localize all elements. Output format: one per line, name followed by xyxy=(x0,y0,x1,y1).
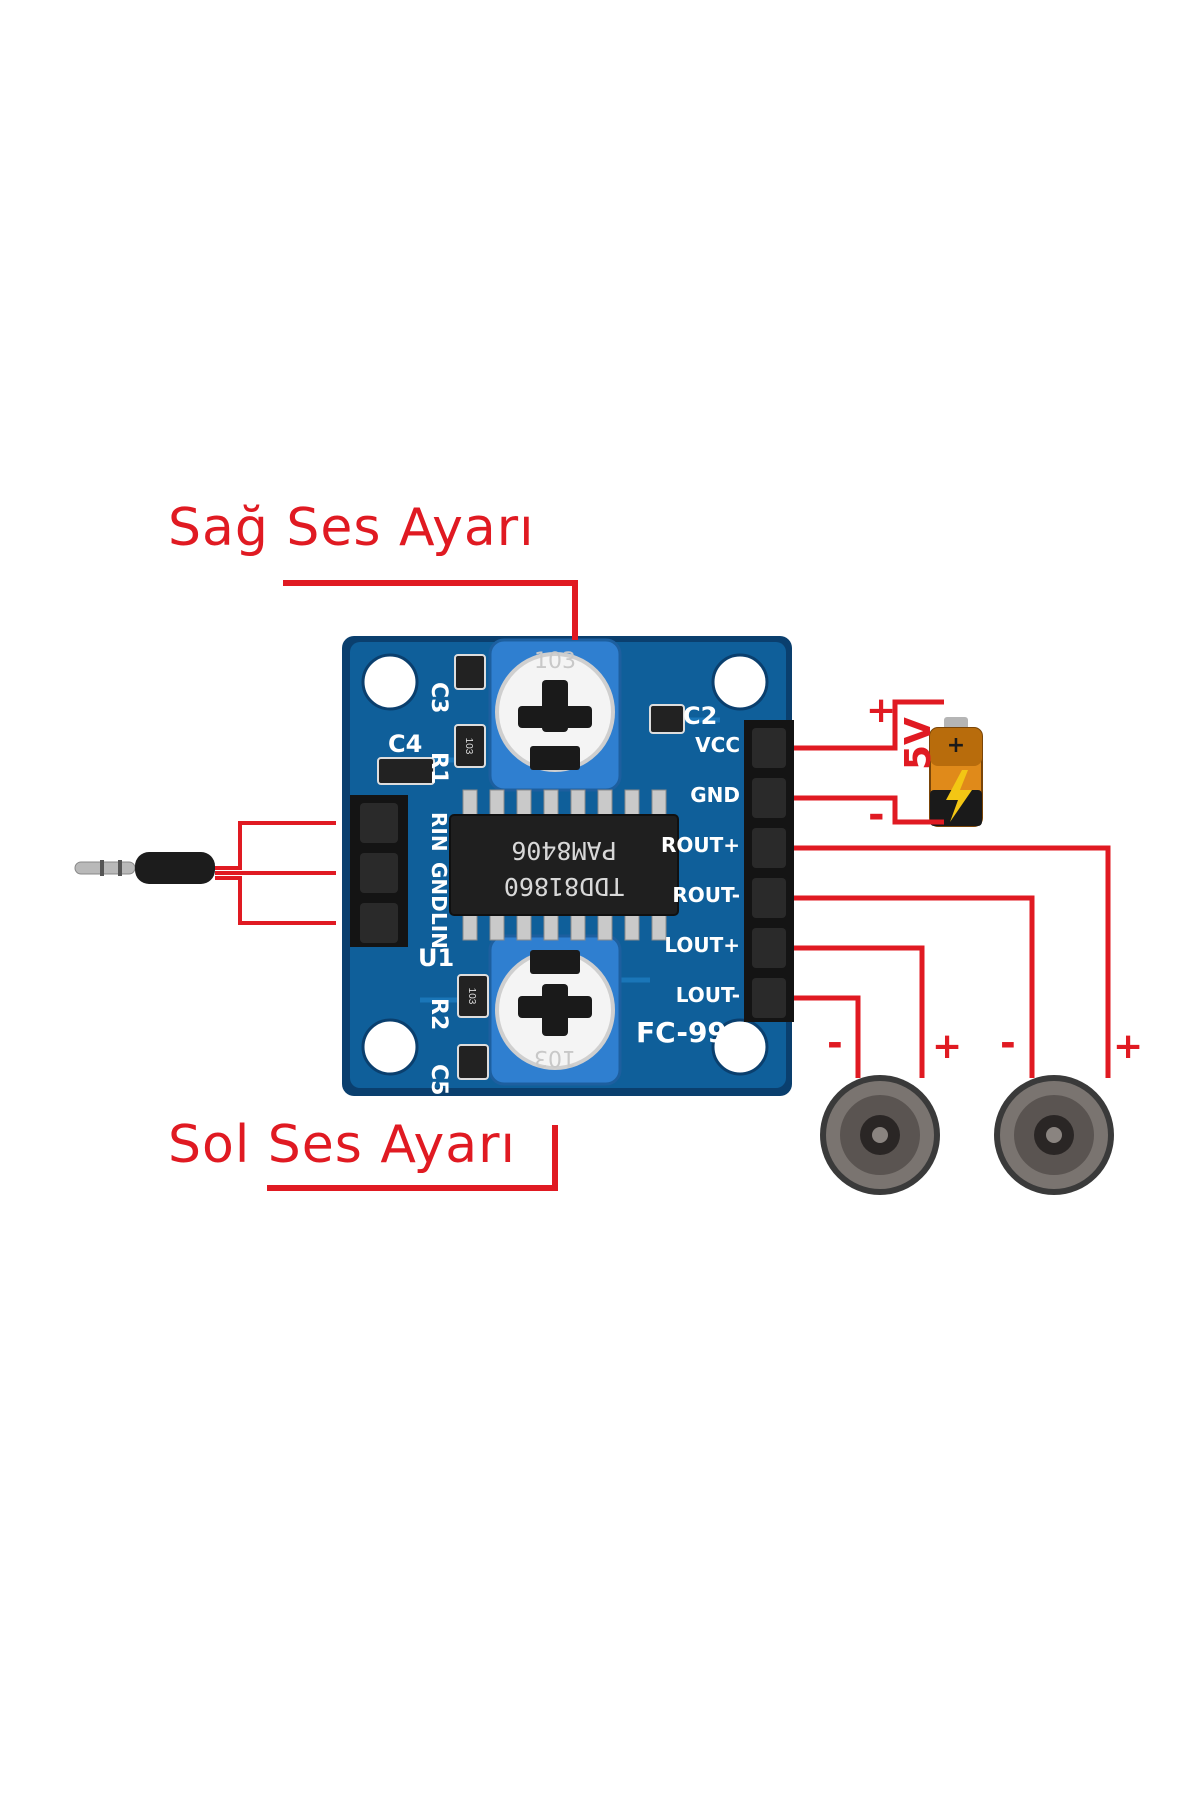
label-u1: U1 xyxy=(418,944,454,972)
label-rout-plus: ROUT+ xyxy=(661,833,740,857)
chip-marking-line2: TDD81860 xyxy=(504,872,624,901)
label-rin: RIN xyxy=(427,812,451,852)
battery-minus: - xyxy=(868,792,885,838)
left-volume-trimmer: 103 xyxy=(488,934,622,1086)
mounting-holes xyxy=(361,653,769,1076)
right-volume-leader xyxy=(283,580,578,640)
right-volume-label: Sağ Ses Ayarı xyxy=(168,498,535,558)
label-gnd-out: GND xyxy=(690,783,740,807)
label-rout-minus: ROUT- xyxy=(672,883,740,907)
label-lout-minus: LOUT- xyxy=(676,983,740,1007)
top-pot-code: 103 xyxy=(534,649,576,674)
bottom-pot-code: 103 xyxy=(534,1045,576,1070)
right-speaker-minus: - xyxy=(1000,1021,1016,1065)
label-c3: C3 xyxy=(426,682,451,713)
right-volume-trimmer: 103 xyxy=(488,638,622,792)
label-gnd-in: GND xyxy=(427,862,451,912)
power-wires xyxy=(794,699,944,825)
label-c4: C4 xyxy=(388,730,422,758)
right-speaker-plus: + xyxy=(1113,1026,1143,1067)
label-vcc: VCC xyxy=(695,733,740,757)
label-lout-plus: LOUT+ xyxy=(664,933,740,957)
label-c2: C2 xyxy=(683,702,717,730)
amplifier-board: 103 103 TDD81860 PAM8406 xyxy=(342,636,794,1096)
left-speaker-minus: - xyxy=(827,1021,843,1065)
label-c5: C5 xyxy=(426,1064,451,1095)
input-wires xyxy=(215,821,336,925)
label-r2: R2 xyxy=(426,998,451,1030)
callout-lines xyxy=(267,580,578,1191)
battery: + xyxy=(929,717,983,827)
battery-plus: + xyxy=(866,690,896,731)
board-model: FC-99 xyxy=(636,1016,727,1049)
label-r1: R1 xyxy=(426,752,451,784)
silkscreen: C3 C4 R1 C2 U1 R2 C5 FC-99 RIN GND LIN V… xyxy=(388,682,740,1095)
r1-code: 103 xyxy=(463,738,474,755)
right-speaker xyxy=(994,1075,1114,1195)
battery-voltage: 5V xyxy=(898,717,939,770)
r2-code: 103 xyxy=(466,988,477,1005)
amplifier-chip: TDD81860 PAM8406 xyxy=(449,789,679,941)
left-speaker xyxy=(820,1075,940,1195)
left-volume-leader xyxy=(267,1125,558,1191)
label-lin: LIN xyxy=(427,912,451,949)
lightning-icon xyxy=(946,770,972,822)
input-header xyxy=(350,795,408,947)
smd-components: 103 103 xyxy=(377,654,685,1080)
chip-marking-line1: PAM8406 xyxy=(511,836,616,865)
speaker-wires xyxy=(794,845,1111,1078)
left-volume-label: Sol Ses Ayarı xyxy=(168,1115,516,1175)
audio-jack xyxy=(74,852,215,884)
output-header xyxy=(744,720,794,1022)
battery-plus-mark: + xyxy=(947,733,965,758)
left-speaker-plus: + xyxy=(932,1026,962,1067)
